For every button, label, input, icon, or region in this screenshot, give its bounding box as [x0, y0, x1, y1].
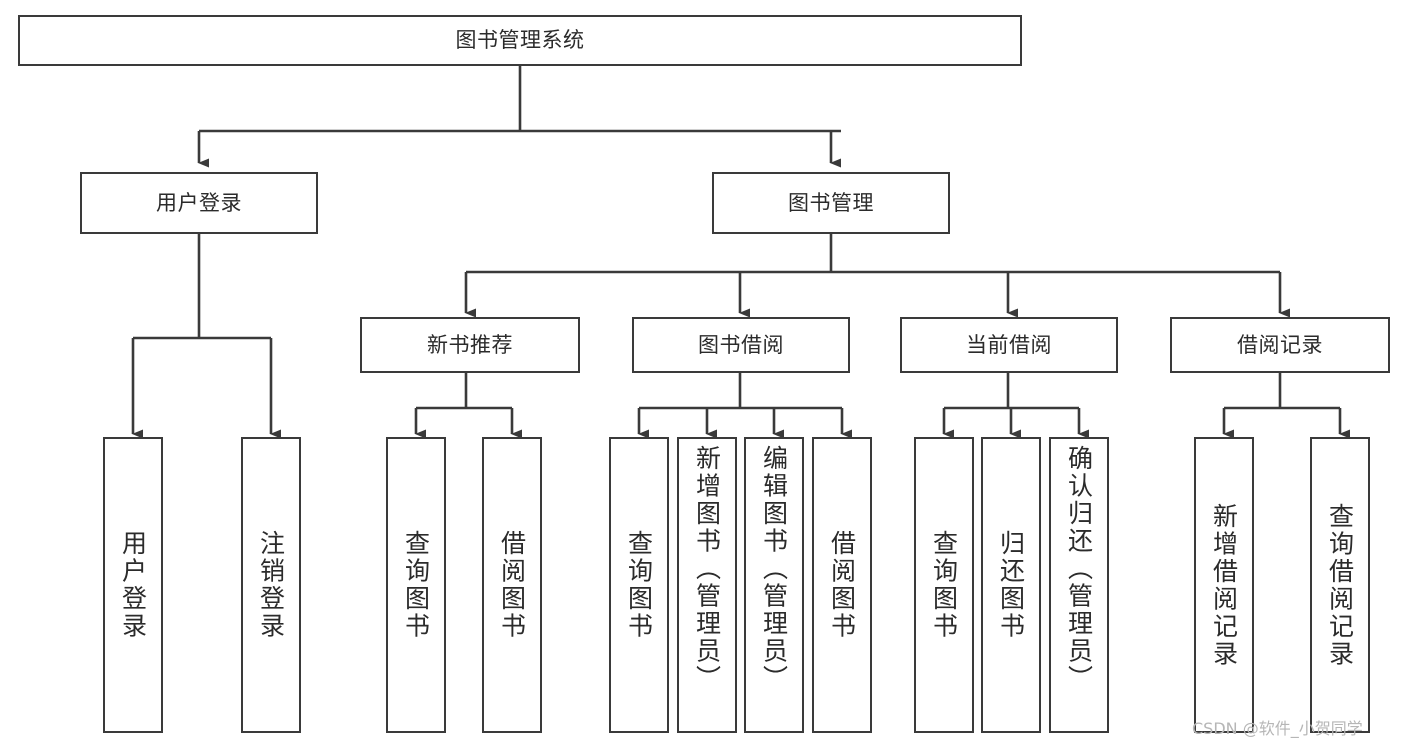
node-label: 图书管理系统 [455, 28, 585, 53]
node-label: 图书借阅 [698, 332, 784, 357]
leaf-borrow-add-book-admin[interactable]: 新增图书（管理员） [677, 437, 737, 733]
node-book-management[interactable]: 图书管理 [712, 172, 950, 234]
leaf-borrow-borrow-book[interactable]: 借阅图书 [812, 437, 872, 733]
leaf-current-confirm-return-admin[interactable]: 确认归还（管理员） [1049, 437, 1109, 733]
node-current-borrowing[interactable]: 当前借阅 [900, 317, 1118, 373]
node-label: 查询图书 [624, 530, 654, 640]
node-label: 借阅图书 [827, 530, 857, 640]
node-label: 新书推荐 [427, 332, 513, 357]
node-book-borrowing[interactable]: 图书借阅 [632, 317, 850, 373]
leaf-user-login-signout[interactable]: 注销登录 [241, 437, 301, 733]
leaf-borrow-edit-book-admin[interactable]: 编辑图书（管理员） [744, 437, 804, 733]
node-label: 用户登录 [118, 530, 148, 640]
node-label: 用户登录 [156, 190, 242, 215]
node-label: 当前借阅 [966, 332, 1052, 357]
node-label: 查询图书 [929, 530, 959, 640]
node-label: 借阅图书 [497, 530, 527, 640]
node-label: 编辑图书（管理员） [759, 445, 789, 693]
node-root-system[interactable]: 图书管理系统 [18, 15, 1022, 66]
node-user-login[interactable]: 用户登录 [80, 172, 318, 234]
leaf-records-add-record[interactable]: 新增借阅记录 [1194, 437, 1254, 733]
leaf-borrow-query-book[interactable]: 查询图书 [609, 437, 669, 733]
node-label: 归还图书 [996, 530, 1026, 640]
node-label: 图书管理 [788, 190, 874, 215]
node-label: 查询图书 [401, 530, 431, 640]
node-label: 借阅记录 [1237, 332, 1323, 357]
leaf-newbook-borrow-book[interactable]: 借阅图书 [482, 437, 542, 733]
leaf-current-query-book[interactable]: 查询图书 [914, 437, 974, 733]
leaf-user-login-signin[interactable]: 用户登录 [103, 437, 163, 733]
node-new-book-recommendation[interactable]: 新书推荐 [360, 317, 580, 373]
node-label: 新增借阅记录 [1209, 502, 1239, 668]
node-label: 新增图书（管理员） [692, 445, 722, 693]
node-label: 查询借阅记录 [1325, 502, 1355, 668]
leaf-newbook-query-book[interactable]: 查询图书 [386, 437, 446, 733]
leaf-current-return-book[interactable]: 归还图书 [981, 437, 1041, 733]
leaf-records-query-record[interactable]: 查询借阅记录 [1310, 437, 1370, 733]
node-borrowing-records[interactable]: 借阅记录 [1170, 317, 1390, 373]
node-label: 注销登录 [256, 530, 286, 640]
node-label: 确认归还（管理员） [1064, 445, 1094, 693]
